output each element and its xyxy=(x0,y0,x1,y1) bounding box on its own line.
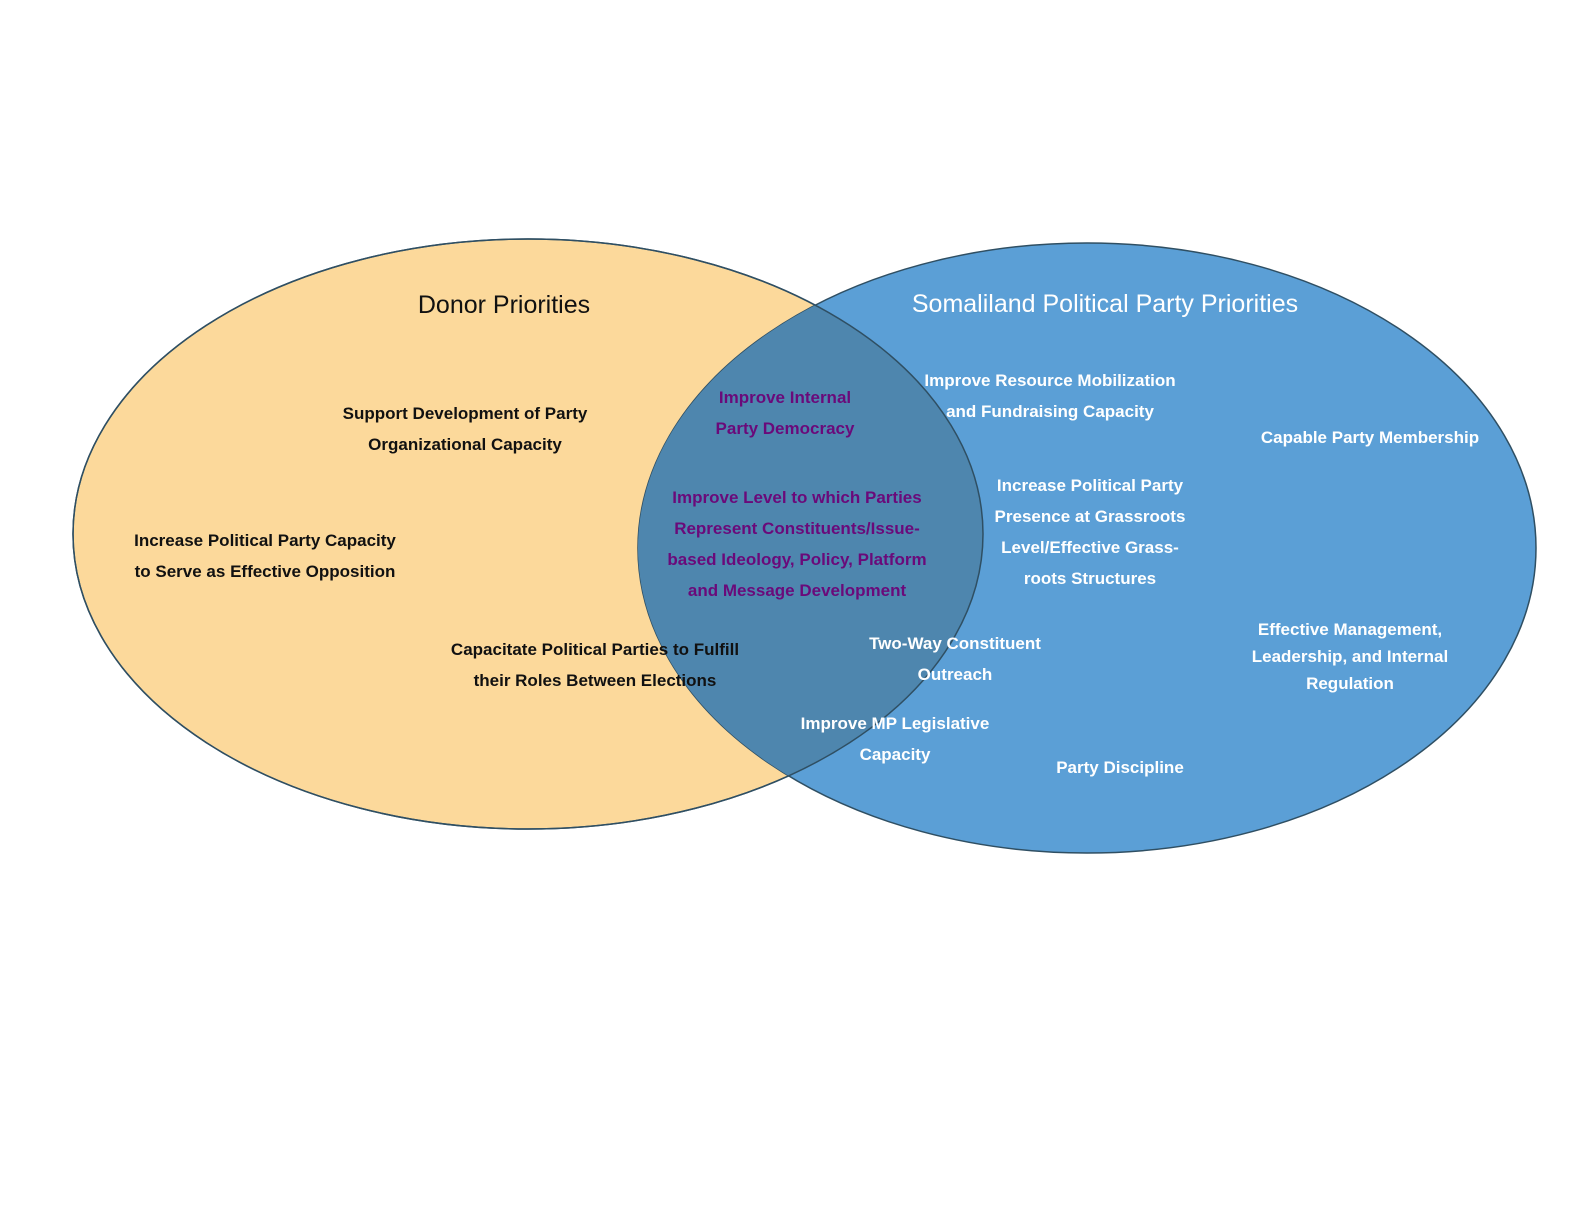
party-item-discipline: Party Discipline xyxy=(1056,758,1184,777)
donor-item-between-elections: Capacitate Political Parties to Fulfill … xyxy=(450,640,740,690)
overlap-item-mp-capacity: Improve MP Legislative Capacity xyxy=(800,714,990,764)
overlap-region xyxy=(638,243,983,829)
party-priorities-title: Somaliland Political Party Priorities xyxy=(911,290,1299,318)
donor-item-org-capacity: Support Development of Party Organizatio… xyxy=(342,404,588,454)
donor-circle-outline xyxy=(72,238,984,830)
party-item-resource-mobilization: Improve Resource Mobilization and Fundra… xyxy=(924,371,1176,421)
party-item-effective-management: Effective Management, Leadership, and In… xyxy=(1251,620,1449,693)
donor-item-opposition: Increase Political Party Capacity to Ser… xyxy=(134,531,396,581)
party-item-capable-membership: Capable Party Membership xyxy=(1260,428,1480,447)
overlap-item-represent-constituents: Improve Level to which Parties Represent… xyxy=(667,488,927,600)
overlap-item-internal-democracy: Improve Internal Party Democracy xyxy=(715,388,855,438)
donor-priorities-title: Donor Priorities xyxy=(417,291,591,319)
party-item-grassroots-presence: Increase Political Party Presence at Gra… xyxy=(994,476,1186,588)
overlap-item-two-way-outreach: Two-Way Constituent Outreach xyxy=(869,634,1041,684)
